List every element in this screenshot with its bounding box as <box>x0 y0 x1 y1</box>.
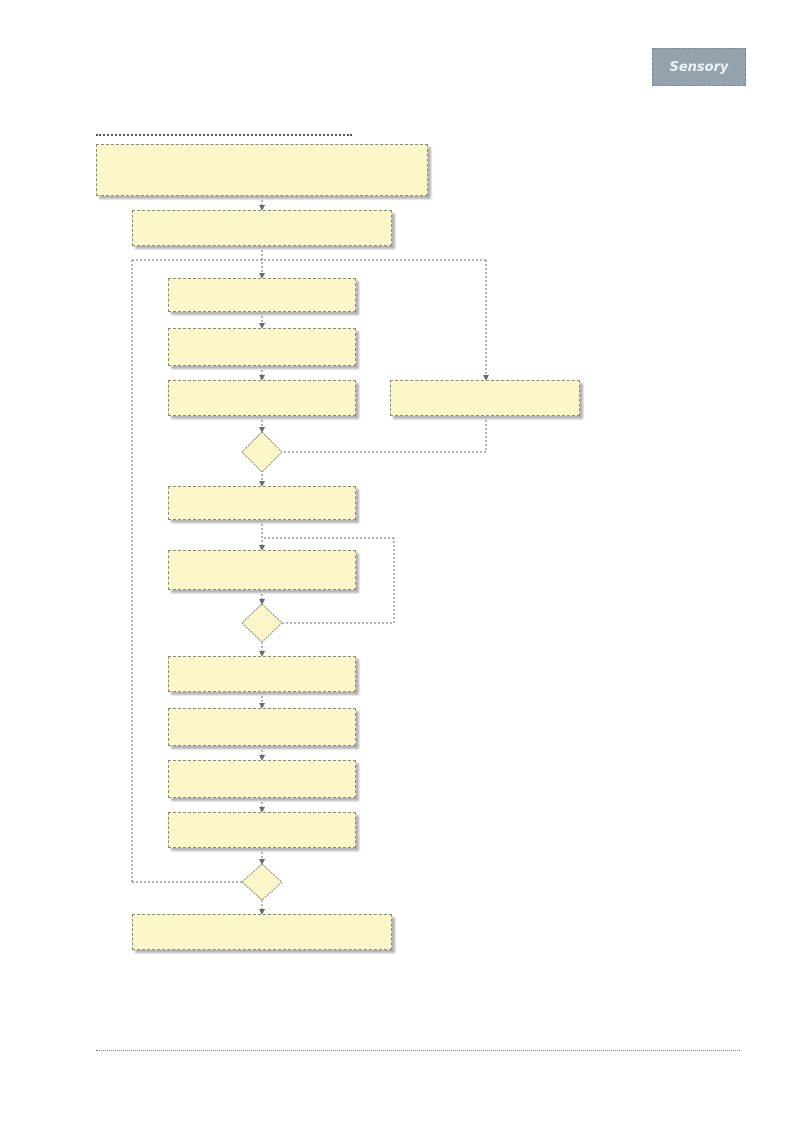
start-node <box>96 144 428 196</box>
step-node-8 <box>168 760 356 798</box>
end-node <box>132 914 392 950</box>
step-node-3 <box>168 380 356 416</box>
page-footer <box>96 1050 740 1075</box>
step-node-1 <box>168 278 356 312</box>
decision-diamond-3 <box>241 863 283 901</box>
step-node-4 <box>168 486 356 520</box>
side-node <box>390 380 580 416</box>
diagram-title <box>96 120 352 136</box>
step-node-2 <box>168 328 356 366</box>
step-node-7 <box>168 708 356 746</box>
logo-badge: Sensory <box>652 48 746 86</box>
decision-diamond-1 <box>241 431 283 473</box>
prepare-node <box>132 210 392 246</box>
step-node-6 <box>168 656 356 692</box>
decision-diamond-2 <box>241 603 283 643</box>
step-node-5 <box>168 550 356 590</box>
step-node-9 <box>168 812 356 848</box>
